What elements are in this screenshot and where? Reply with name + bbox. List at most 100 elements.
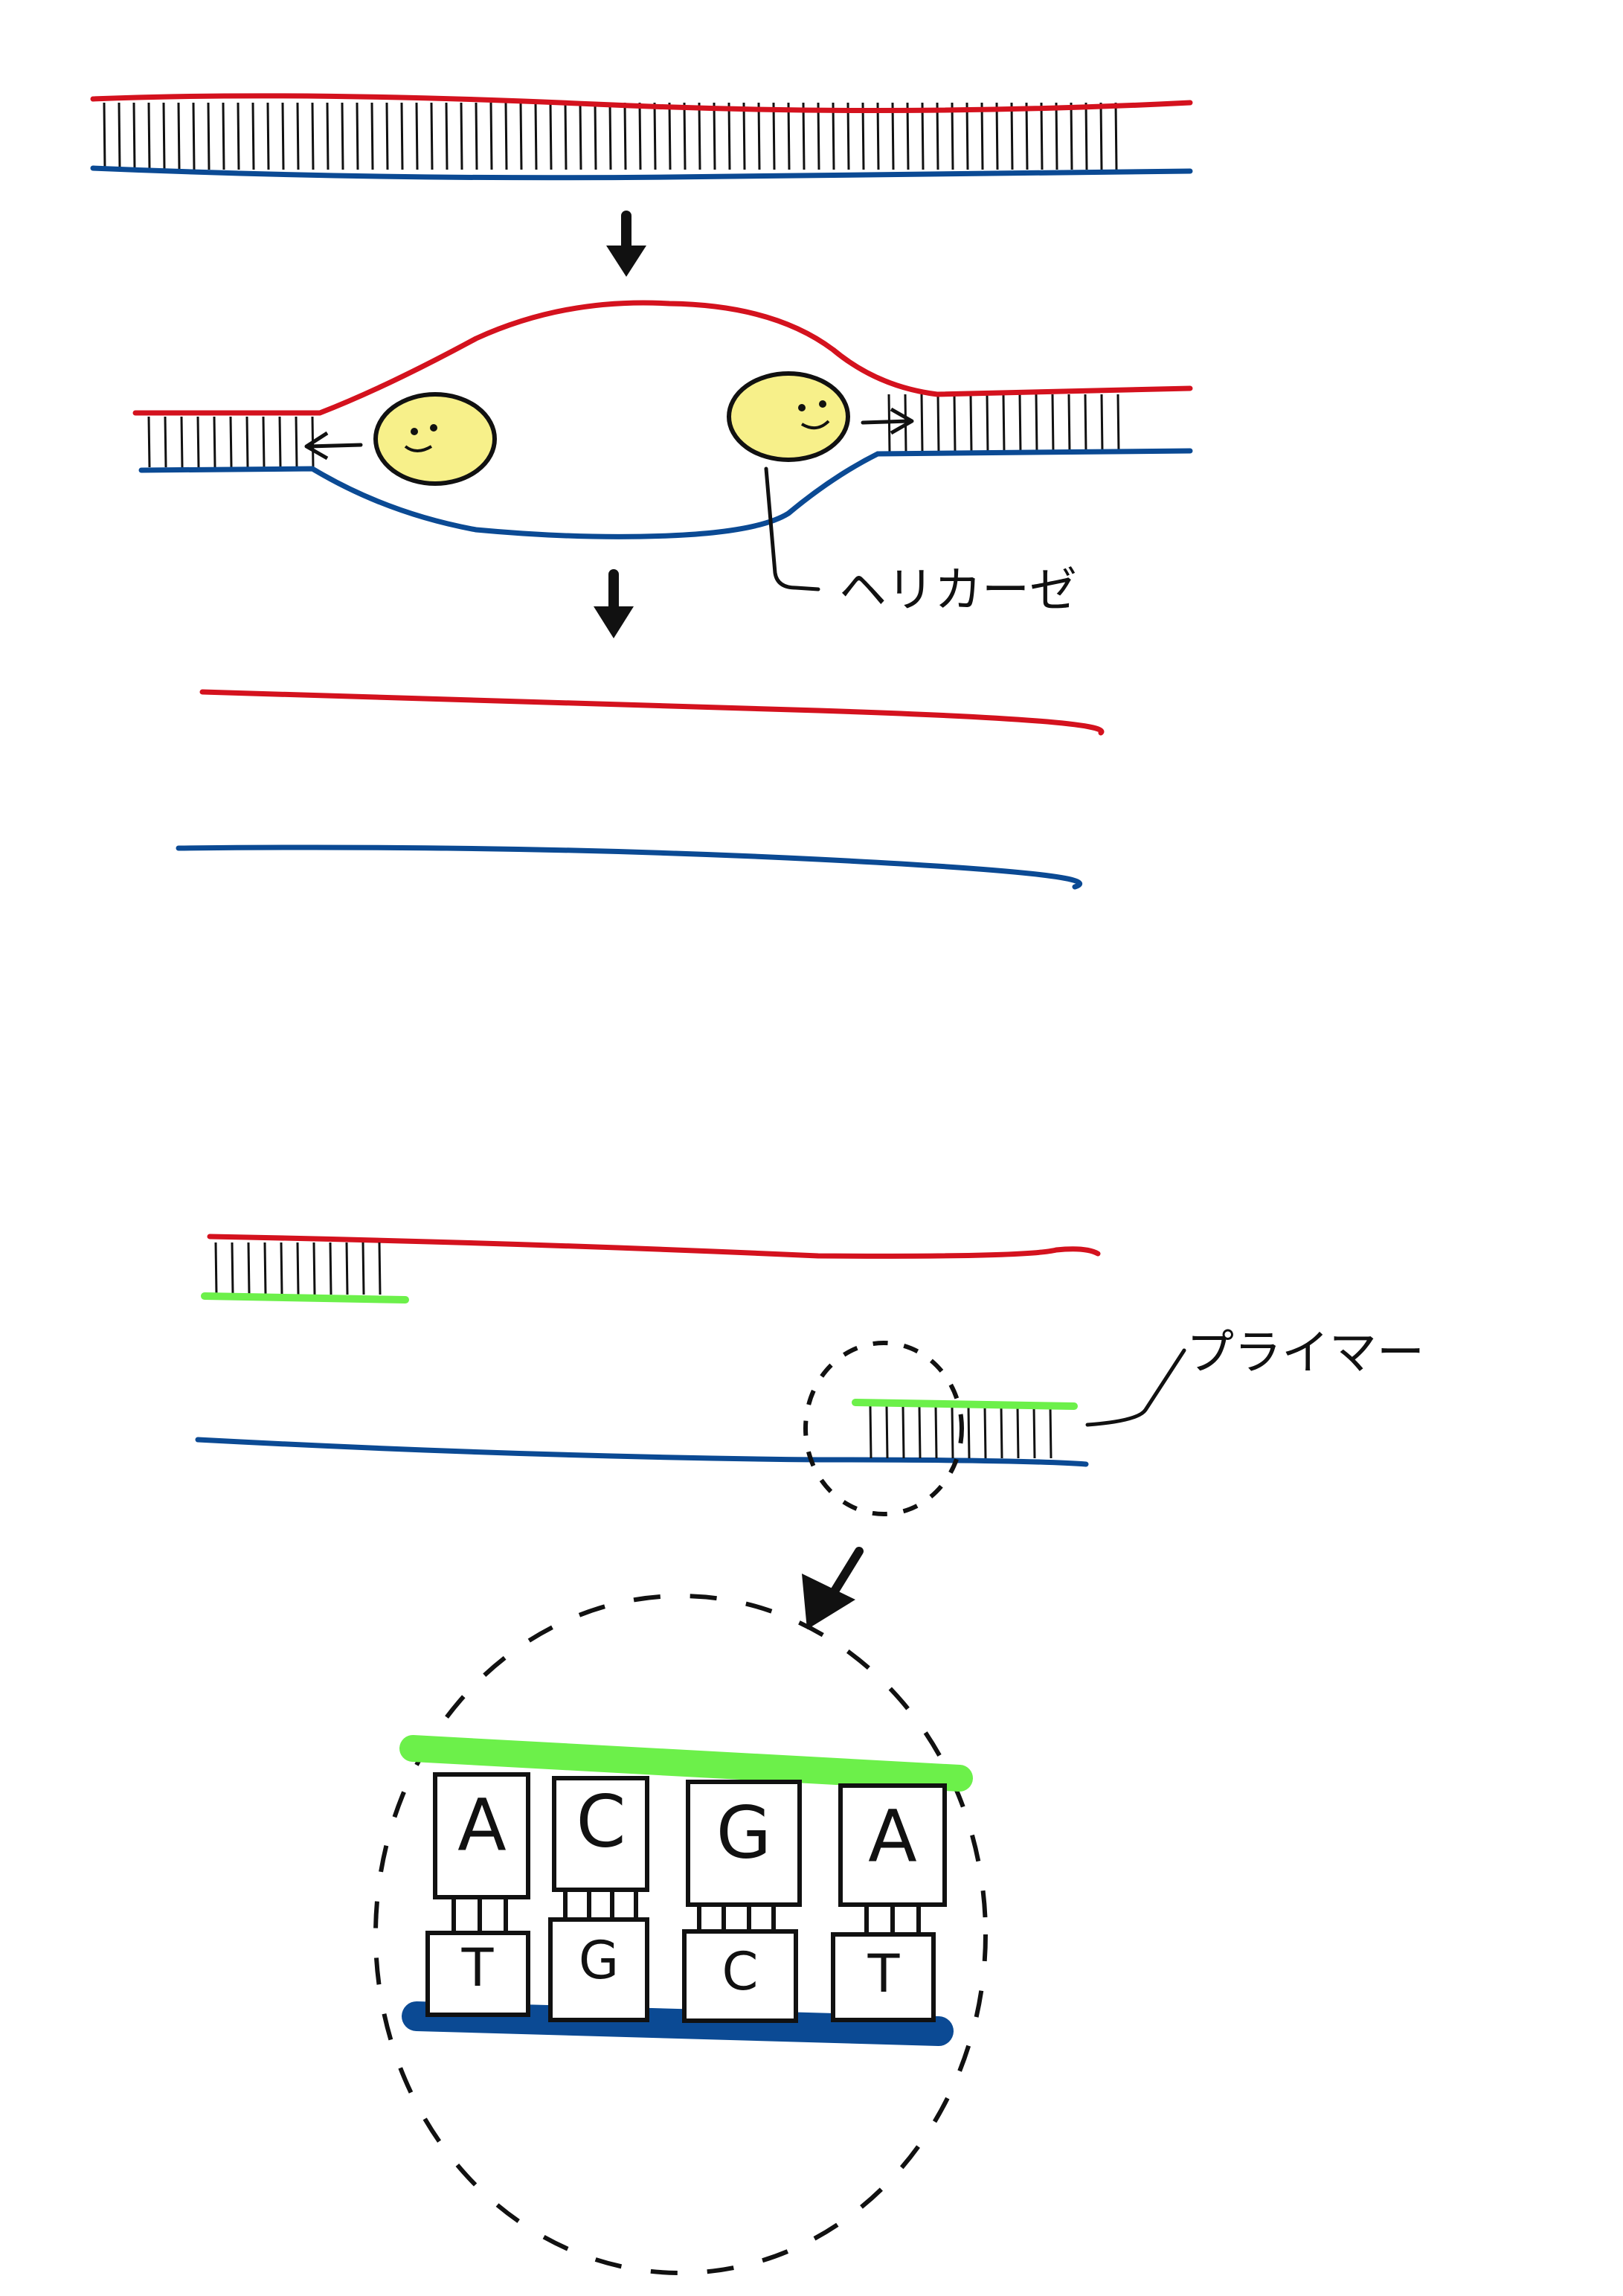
primed-top-strand — [207, 1234, 1101, 1259]
primed-bottom-strand — [195, 1437, 1089, 1467]
base-pair-rung — [385, 102, 389, 170]
base-pair-rung — [953, 394, 957, 453]
template-base-4-letter: T — [867, 1943, 900, 2004]
zoom-circle-large — [373, 1594, 988, 2275]
base-pair-rung — [222, 102, 225, 170]
separated-bottom-strand — [176, 844, 1082, 890]
down-arrow-1 — [606, 211, 646, 277]
separated-top-strand — [199, 689, 1105, 736]
base-pair-rung — [329, 1242, 332, 1295]
primer-base-4-letter: A — [868, 1795, 917, 1878]
base-pair-rung — [787, 102, 791, 170]
base-pair-rung — [936, 102, 939, 170]
base-pair-rung — [147, 416, 151, 468]
right-base-pair-rungs — [887, 394, 1120, 453]
helicase-leader-line — [764, 466, 820, 591]
template-base-2: G — [548, 1917, 649, 2022]
base-pair-rung — [579, 102, 582, 170]
primer-base-2: C — [552, 1776, 649, 1892]
base-pair-rung — [1032, 1405, 1036, 1459]
stage-1-double-strand — [90, 93, 1193, 181]
zoom-detail: A C G A T — [373, 1594, 988, 2275]
zoom-circle-small — [803, 1341, 964, 1516]
stage-4-primers: プライマー — [195, 1234, 1424, 1516]
base-pair-rung — [378, 1242, 382, 1295]
base-pair-rung — [869, 1405, 872, 1459]
primer-base-2-letter: C — [576, 1780, 626, 1863]
base-pair-rung — [986, 394, 989, 453]
arrow-left — [304, 431, 363, 461]
base-pair-rung — [132, 102, 136, 170]
base-pair-rung — [280, 1242, 283, 1295]
base-pair-rung — [608, 102, 612, 170]
base-pair-rung — [921, 102, 925, 170]
zoom-primer-strand — [399, 1735, 973, 1792]
primer-right-rungs — [869, 1405, 1052, 1459]
base-pair-rung — [475, 102, 478, 170]
template-base-1-letter: T — [461, 1937, 494, 1998]
base-pair-rung — [207, 102, 210, 170]
base-pair-rung — [668, 102, 672, 170]
template-base-3-letter: C — [722, 1941, 759, 2002]
base-pair-rung — [902, 1405, 905, 1459]
base-pair-rung — [594, 102, 597, 170]
base-pair-rung — [180, 416, 184, 468]
base-pair-rung — [489, 102, 493, 170]
base-pair-rung — [951, 102, 954, 170]
base-pair-rung — [245, 416, 249, 468]
base-pair-rung — [213, 416, 216, 468]
base-pair-rung — [549, 102, 553, 170]
base-pair-rung — [263, 1242, 267, 1295]
template-base-4: T — [831, 1932, 936, 2022]
base-pair-rung — [1035, 394, 1038, 453]
base-pair-rung — [698, 102, 701, 170]
down-arrow-2 — [594, 569, 634, 638]
base-pair-rung — [356, 102, 359, 170]
primer-right — [852, 1399, 1078, 1410]
base-pair-rung — [1067, 394, 1071, 453]
base-pair-rung — [713, 102, 716, 170]
base-pair-rung — [742, 102, 746, 170]
base-pair-rung — [727, 102, 731, 170]
base-pair-rung — [918, 1405, 922, 1459]
base-pair-rung — [1002, 394, 1006, 453]
base-pair-rung — [311, 102, 315, 170]
primer-label: プライマー — [1186, 1326, 1424, 1381]
bottom-strand — [90, 165, 1193, 181]
stage-3-separated-strands — [176, 689, 1105, 890]
base-pair-rung — [1055, 102, 1058, 170]
base-pair-rung — [1040, 102, 1044, 170]
base-pair-rung — [832, 102, 835, 170]
primer-base-3: G — [686, 1780, 802, 1907]
bottom-strand-bubble — [138, 448, 1193, 539]
base-pair-rung — [564, 102, 568, 170]
base-pair-rung — [683, 102, 687, 170]
base-pair-rung — [295, 416, 298, 468]
base-pair-rung — [326, 102, 330, 170]
base-pair-rung — [951, 1405, 954, 1459]
base-pair-rung — [967, 1405, 971, 1459]
primer-leader-line — [1085, 1348, 1186, 1427]
base-pair-rung — [1049, 1405, 1052, 1459]
base-pair-rung — [118, 102, 121, 170]
base-pair-rung — [983, 1405, 987, 1459]
arrow-right — [861, 407, 914, 435]
base-pair-rung — [1070, 102, 1073, 170]
base-pair-rung — [906, 102, 910, 170]
base-pair-rung — [460, 102, 463, 170]
helicase-label: ヘリカーゼ — [839, 563, 1077, 618]
base-pair-rungs — [103, 102, 1118, 170]
base-pair-rung — [802, 102, 806, 170]
primer-left — [201, 1292, 409, 1303]
base-pair-rung — [341, 102, 344, 170]
template-base-1: T — [425, 1931, 530, 2017]
base-pair-rung — [192, 102, 196, 170]
base-pair-rung — [1084, 394, 1087, 453]
base-pair-rung — [231, 1242, 234, 1295]
base-pair-rung — [1116, 394, 1120, 453]
primer-left-rungs — [214, 1242, 382, 1295]
base-pair-rung — [980, 102, 984, 170]
base-pair-rung — [817, 102, 820, 170]
template-base-2-letter: G — [579, 1930, 619, 1991]
